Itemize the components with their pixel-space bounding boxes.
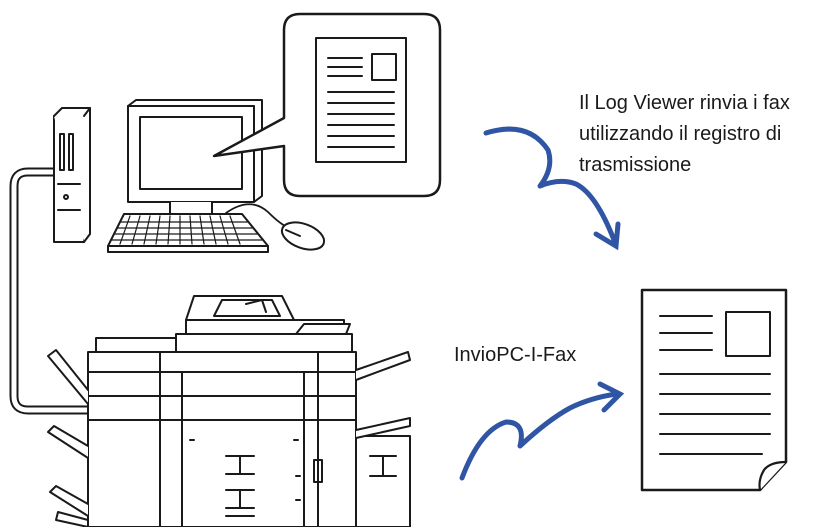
log-viewer-caption: Il Log Viewer rinvia i fax utilizzando i… — [579, 88, 790, 181]
resend-arrow — [483, 126, 617, 243]
speech-bubble — [212, 12, 442, 198]
received-fax-document-icon — [640, 288, 788, 492]
log-viewer-caption-line: Il Log Viewer rinvia i fax — [579, 92, 790, 114]
pc-ifax-arrow — [459, 391, 619, 481]
resend-arrow-head — [593, 221, 621, 251]
curved-arrow-icon — [459, 381, 625, 481]
log-viewer-caption-line: utilizzando il registro di — [579, 123, 782, 145]
paper-tray-handles — [189, 439, 301, 517]
pc-ifax-arrow-head — [597, 381, 625, 413]
log-viewer-caption-line: trasmissione — [579, 154, 692, 176]
multifunction-printer-icon — [47, 295, 411, 527]
curved-arrow-icon — [483, 126, 621, 251]
keyboard-keys — [119, 215, 241, 245]
pc-ifax-caption: InvioPC-I-Fax — [454, 344, 577, 366]
fax-document-icon — [315, 37, 407, 163]
